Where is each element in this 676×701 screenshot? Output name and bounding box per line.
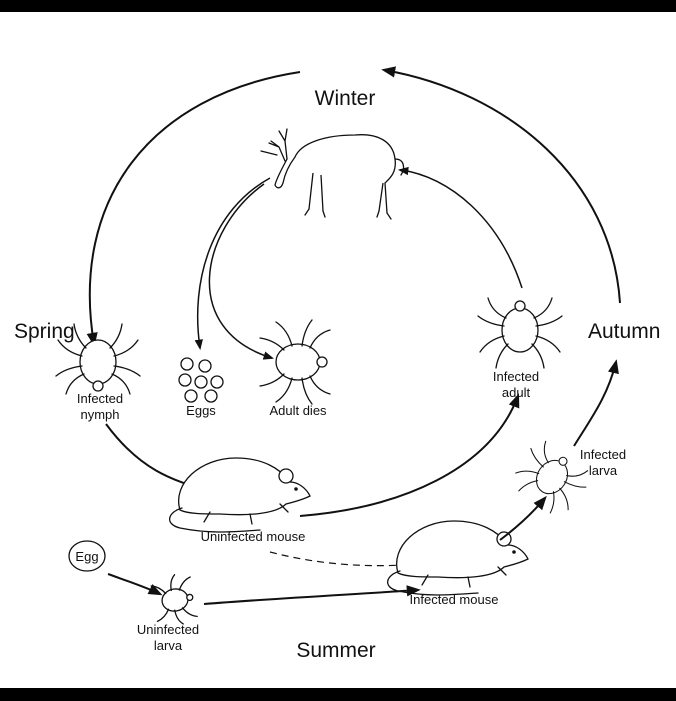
uninfected-larva-tick-icon xyxy=(150,572,198,628)
deer-icon xyxy=(261,129,403,219)
arrow-egg-to-uninfected-larva xyxy=(108,574,160,594)
infected-mouse-icon xyxy=(388,521,528,595)
infected-adult-tick-icon xyxy=(478,298,562,368)
season-spring: Spring xyxy=(14,320,75,343)
arrow-deer-to-eggs xyxy=(198,178,270,348)
arrow-larva-to-autumn xyxy=(574,362,616,446)
uninfected-larva-label-line-1: Uninfected xyxy=(137,622,199,637)
season-autumn: Autumn xyxy=(588,320,660,343)
arrow-deer-to-adult-dies xyxy=(209,184,272,358)
arrow-infected-mouse-to-larva xyxy=(500,498,545,540)
eggs-label: Eggs xyxy=(186,403,216,418)
season-summer: Summer xyxy=(296,639,375,662)
adult-dies-label: Adult dies xyxy=(269,403,327,418)
infected-larva-label-line-2: larva xyxy=(589,463,618,478)
arrow-uninfected-mouse-to-adult xyxy=(300,396,518,516)
uninfected-larva-label-line-2: larva xyxy=(154,638,183,653)
arrow-autumn-to-winter xyxy=(384,70,620,303)
eggs-icon xyxy=(179,358,223,402)
top-rule xyxy=(0,0,676,12)
egg-label: Egg xyxy=(75,549,98,564)
infected-nymph-label-line-2: nymph xyxy=(80,407,119,422)
uninfected-mouse-label: Uninfected mouse xyxy=(201,529,306,544)
infected-nymph-label-line-1: Infected xyxy=(77,391,123,406)
uninfected-mouse-icon xyxy=(170,458,310,532)
infected-larva-label-line-1: Infected xyxy=(580,447,626,462)
infected-mouse-label: Infected mouse xyxy=(410,592,499,607)
season-winter: Winter xyxy=(315,87,376,110)
bottom-rule xyxy=(0,688,676,701)
arrow-adult-to-deer xyxy=(400,170,522,288)
arrow-winter-to-spring xyxy=(90,72,300,344)
arrow-uninfected-to-infected-mouse xyxy=(270,552,418,566)
arrow-uninfected-larva-to-infected-mouse xyxy=(204,590,418,604)
dead-adult-tick-icon xyxy=(260,320,330,404)
infected-adult-label-line-2: adult xyxy=(502,385,531,400)
infected-adult-label-line-1: Infected xyxy=(493,369,539,384)
